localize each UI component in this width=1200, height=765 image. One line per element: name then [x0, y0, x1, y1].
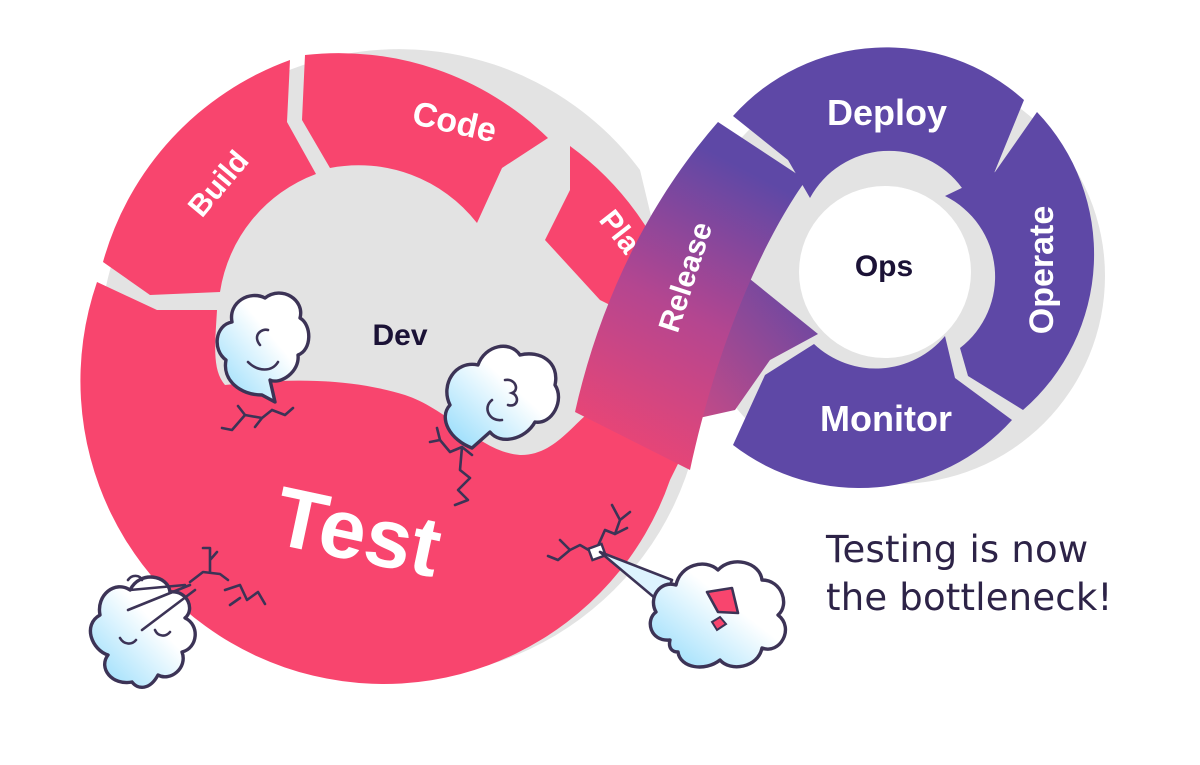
cloud-icon	[88, 575, 197, 689]
release-arrow-tail	[690, 275, 818, 420]
crack-icon	[428, 426, 474, 507]
cloud-top-left	[215, 291, 311, 432]
ops-center-label: Ops	[855, 250, 913, 283]
cloud-icon	[443, 344, 561, 450]
ops-stage-label-operate: Operate	[1023, 206, 1061, 335]
release-bridge: Release	[575, 122, 818, 470]
dev-center-label: Dev	[372, 319, 427, 352]
ops-segment-monitor[interactable]	[733, 336, 1012, 489]
cloud-face-icon	[118, 574, 172, 645]
crack-icon	[546, 503, 632, 562]
cloud-eye-icon	[486, 398, 504, 422]
debris-icon	[586, 542, 608, 562]
ops-hub	[799, 186, 971, 358]
cloud-bottom-left	[88, 546, 267, 689]
cloud-eye-icon	[255, 328, 270, 347]
shouting-mouth-icon	[705, 586, 740, 615]
dev-loop: Build Code Pla Test Dev	[80, 49, 700, 684]
cloud-icon	[648, 560, 788, 669]
ops-stage-label-monitor: Monitor	[820, 398, 952, 439]
caption-line-1: Testing is now	[826, 528, 1089, 571]
ops-stage-label-deploy: Deploy	[827, 92, 947, 133]
ops-segment-deploy[interactable]	[733, 47, 1024, 199]
cloud-icon	[215, 291, 311, 404]
cloud-middle	[428, 344, 561, 507]
release-segment[interactable]	[575, 122, 806, 470]
cloud-tongue-icon	[710, 615, 728, 632]
ops-segment-operate[interactable]	[945, 112, 1095, 410]
dev-segment-test[interactable]	[80, 282, 694, 684]
caption: Testing is now the bottleneck!	[826, 526, 1112, 622]
crack-icon	[220, 404, 295, 432]
crack-icon	[188, 546, 267, 607]
cloud-mouth-icon	[246, 360, 280, 371]
dev-segment-build[interactable]	[103, 60, 316, 295]
dev-segment-code[interactable]	[302, 53, 548, 223]
cloud-ear-icon	[503, 378, 519, 407]
caption-line-2: the bottleneck!	[826, 576, 1113, 619]
cloud-bottom-right	[546, 503, 788, 669]
blow-lines-icon	[126, 583, 197, 632]
